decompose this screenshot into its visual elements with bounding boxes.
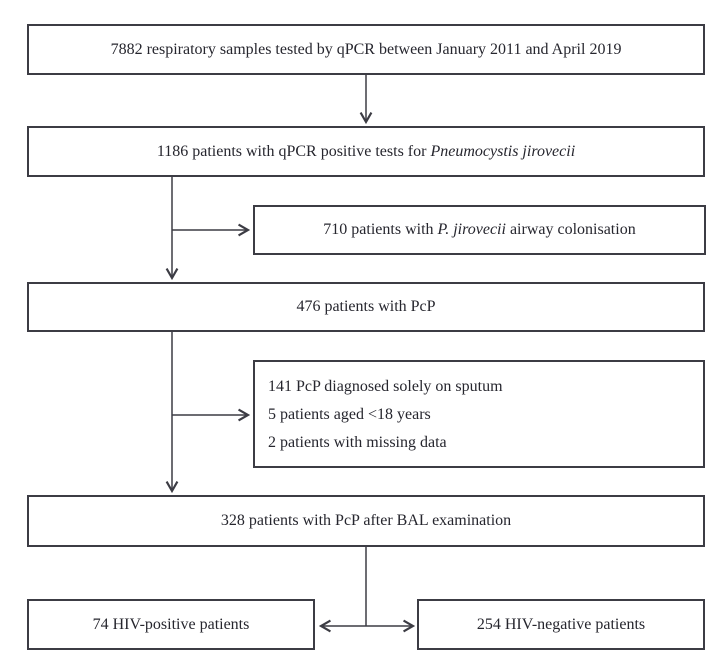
box-airway-colonisation: 710 patients with P. jirovecii airway co… — [253, 205, 706, 255]
species-name-italic: P. jirovecii — [437, 221, 506, 238]
box-hiv-positive-label: 74 HIV-positive patients — [92, 615, 250, 633]
box-bal-examination-label: 328 patients with PcP after BAL examinat… — [220, 512, 512, 529]
box-airway-colonisation-label: 710 patients with P. jirovecii airway co… — [323, 221, 636, 238]
box-hiv-positive: 74 HIV-positive patients — [27, 599, 315, 650]
box-hiv-negative-label: 254 HIV-negative patients — [476, 615, 646, 633]
box-hiv-negative: 254 HIV-negative patients — [417, 599, 705, 650]
exclusion-line-missing: 2 patients with missing data — [268, 433, 447, 451]
exclusion-line-age: 5 patients aged <18 years — [268, 405, 431, 423]
box-bal-examination: 328 patients with PcP after BAL examinat… — [27, 495, 705, 547]
exclusion-line-sputum: 141 PcP diagnosed solely on sputum — [268, 377, 503, 395]
box-pcp-patients-label: 476 patients with PcP — [296, 298, 436, 315]
box-qpcr-positive-label: 1186 patients with qPCR positive tests f… — [156, 142, 576, 160]
box-exclusions: 141 PcP diagnosed solely on sputum 5 pat… — [253, 360, 705, 468]
box-qpcr-positive: 1186 patients with qPCR positive tests f… — [27, 126, 705, 177]
species-name-italic: Pneumocystis jirovecii — [430, 142, 576, 160]
box-respiratory-samples: 7882 respiratory samples tested by qPCR … — [27, 24, 705, 75]
box-pcp-patients: 476 patients with PcP — [27, 282, 705, 332]
box-respiratory-samples-label: 7882 respiratory samples tested by qPCR … — [110, 40, 622, 58]
